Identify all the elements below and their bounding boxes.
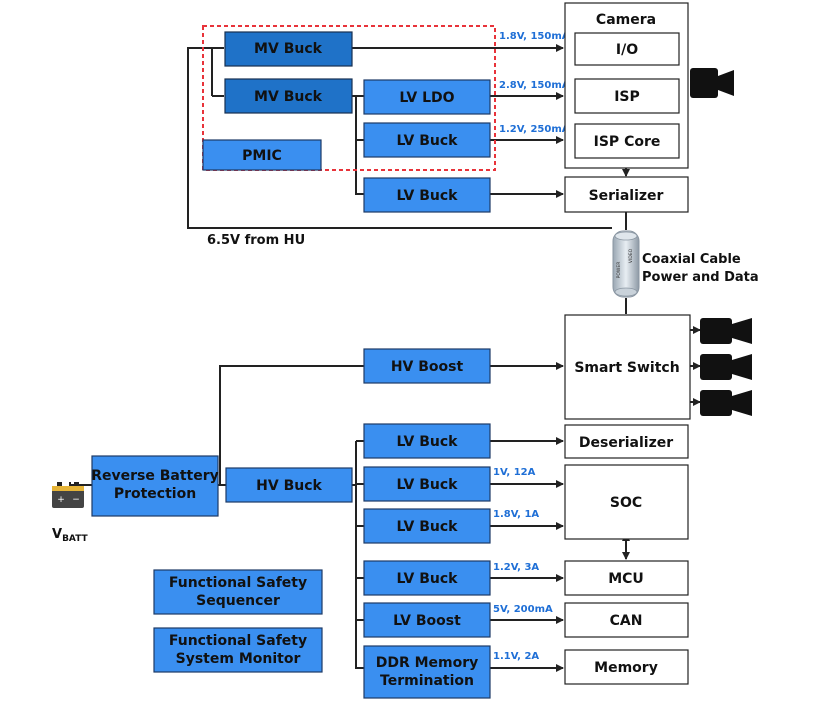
camera-label: Camera — [596, 12, 656, 28]
isp-block: ISP — [574, 78, 680, 114]
io-label: I/O — [616, 42, 638, 58]
coax-label-1: Coaxial Cable — [642, 252, 741, 267]
pmic-label: PMIC — [242, 148, 282, 164]
lv-buck-soc-1-block: LV Buck — [363, 466, 491, 502]
memory-label: Memory — [594, 660, 658, 676]
fs-monitor-label-1: Functional Safety — [169, 633, 307, 649]
isp-core-block: ISP Core — [574, 123, 680, 159]
soc-rail-1-annotation: 1V, 12A — [493, 467, 536, 478]
isp-rail-annotation: 2.8V, 150mA — [499, 80, 570, 91]
mv-buck-2-block: MV Buck — [224, 78, 353, 114]
soc-rail-2-annotation: 1.8V, 1A — [493, 509, 539, 520]
from-hu-label: 6.5V from HU — [207, 233, 305, 248]
ddr-label-1: DDR Memory — [376, 655, 479, 671]
memory-rail-annotation: 1.1V, 2A — [493, 651, 539, 662]
pmic-boundary — [202, 25, 496, 171]
hv-buck-block: HV Buck — [225, 467, 353, 503]
mv-buck-2-label: MV Buck — [254, 89, 323, 105]
isp-core-label: ISP Core — [594, 134, 661, 150]
lv-ldo-block: LV LDO — [363, 79, 491, 115]
camera-icon — [700, 390, 752, 416]
lv-boost-label: LV Boost — [393, 613, 461, 629]
lv-buck-deserializer-label: LV Buck — [397, 434, 459, 450]
io-rail-annotation: 1.8V, 150mA — [499, 31, 570, 42]
can-rail-annotation: 5V, 200mA — [493, 604, 553, 615]
mcu-rail-annotation: 1.2V, 3A — [493, 562, 539, 573]
hv-distribution-wire — [355, 441, 364, 669]
serializer-block: Serializer — [564, 176, 689, 213]
reverse-battery-label-2: Protection — [114, 486, 196, 502]
ddr-label-2: Termination — [380, 673, 474, 689]
camera-icon — [690, 68, 734, 98]
mcu-label: MCU — [608, 571, 644, 587]
io-block: I/O — [574, 32, 680, 66]
coax-mark-video: VIDEO — [628, 248, 634, 263]
deserializer-label: Deserializer — [579, 435, 673, 451]
hv-buck-label: HV Buck — [256, 478, 322, 494]
fs-sequencer-label-2: Sequencer — [196, 593, 280, 609]
reverse-battery-protection-block: Reverse Battery Protection — [91, 455, 219, 517]
lv-buck-camera-block: LV Buck — [363, 122, 491, 158]
coax-mark-power: POWER — [616, 262, 622, 279]
battery-wire — [69, 482, 92, 486]
mv-buck-1-label: MV Buck — [254, 41, 323, 57]
fs-sequencer-label-1: Functional Safety — [169, 575, 307, 591]
smart-switch-label: Smart Switch — [574, 360, 679, 376]
battery-plus: + — [57, 495, 65, 505]
lv-distribution-wire — [355, 96, 364, 195]
memory-block: Memory — [564, 649, 689, 685]
lv-buck-soc-2-block: LV Buck — [363, 508, 491, 544]
battery-minus: − — [72, 495, 80, 505]
lv-buck-soc-1-label: LV Buck — [397, 477, 459, 493]
lv-boost-block: LV Boost — [363, 602, 491, 638]
deserializer-block: Deserializer — [564, 424, 689, 459]
lv-buck-deserializer-block: LV Buck — [363, 423, 491, 459]
lv-buck-camera-label: LV Buck — [397, 133, 459, 149]
reverse-battery-label-1: Reverse Battery — [91, 468, 219, 484]
pmic-block: PMIC — [202, 139, 322, 171]
lv-buck-soc-2-label: LV Buck — [397, 519, 459, 535]
lv-buck-serializer-block: LV Buck — [363, 177, 491, 213]
vbatt-label: VBATT — [52, 527, 89, 544]
smart-switch-block: Smart Switch — [564, 314, 691, 420]
hv-boost-label: HV Boost — [391, 359, 464, 375]
battery-icon: + − — [52, 482, 84, 508]
isp-label: ISP — [614, 89, 640, 105]
coax-label-2: Power and Data — [642, 270, 759, 285]
hv-boost-block: HV Boost — [363, 348, 491, 384]
isp-core-rail-annotation: 1.2V, 250mA — [499, 124, 570, 135]
fs-monitor-label-2: System Monitor — [176, 651, 301, 667]
functional-safety-sequencer-block: Functional Safety Sequencer — [153, 569, 323, 615]
hu-supply-wire — [187, 47, 612, 229]
lv-buck-mcu-block: LV Buck — [363, 560, 491, 596]
ddr-memory-termination-block: DDR Memory Termination — [363, 645, 491, 699]
camera-icon — [700, 354, 752, 380]
functional-safety-monitor-block: Functional Safety System Monitor — [153, 627, 323, 673]
hv-boost-feed-wire — [219, 365, 364, 485]
soc-block: SOC — [564, 464, 689, 540]
can-block: CAN — [564, 602, 689, 638]
lv-buck-mcu-label: LV Buck — [397, 571, 459, 587]
lv-ldo-label: LV LDO — [399, 90, 454, 106]
lv-buck-serializer-label: LV Buck — [397, 188, 459, 204]
serializer-label: Serializer — [589, 188, 664, 204]
coaxial-cable-icon: POWER VIDEO — [612, 230, 640, 298]
soc-label: SOC — [610, 495, 642, 511]
wires — [69, 44, 701, 672]
can-label: CAN — [610, 613, 643, 629]
camera-icon — [700, 318, 752, 344]
mcu-block: MCU — [564, 560, 689, 596]
mv-buck-1-block: MV Buck — [224, 31, 353, 67]
